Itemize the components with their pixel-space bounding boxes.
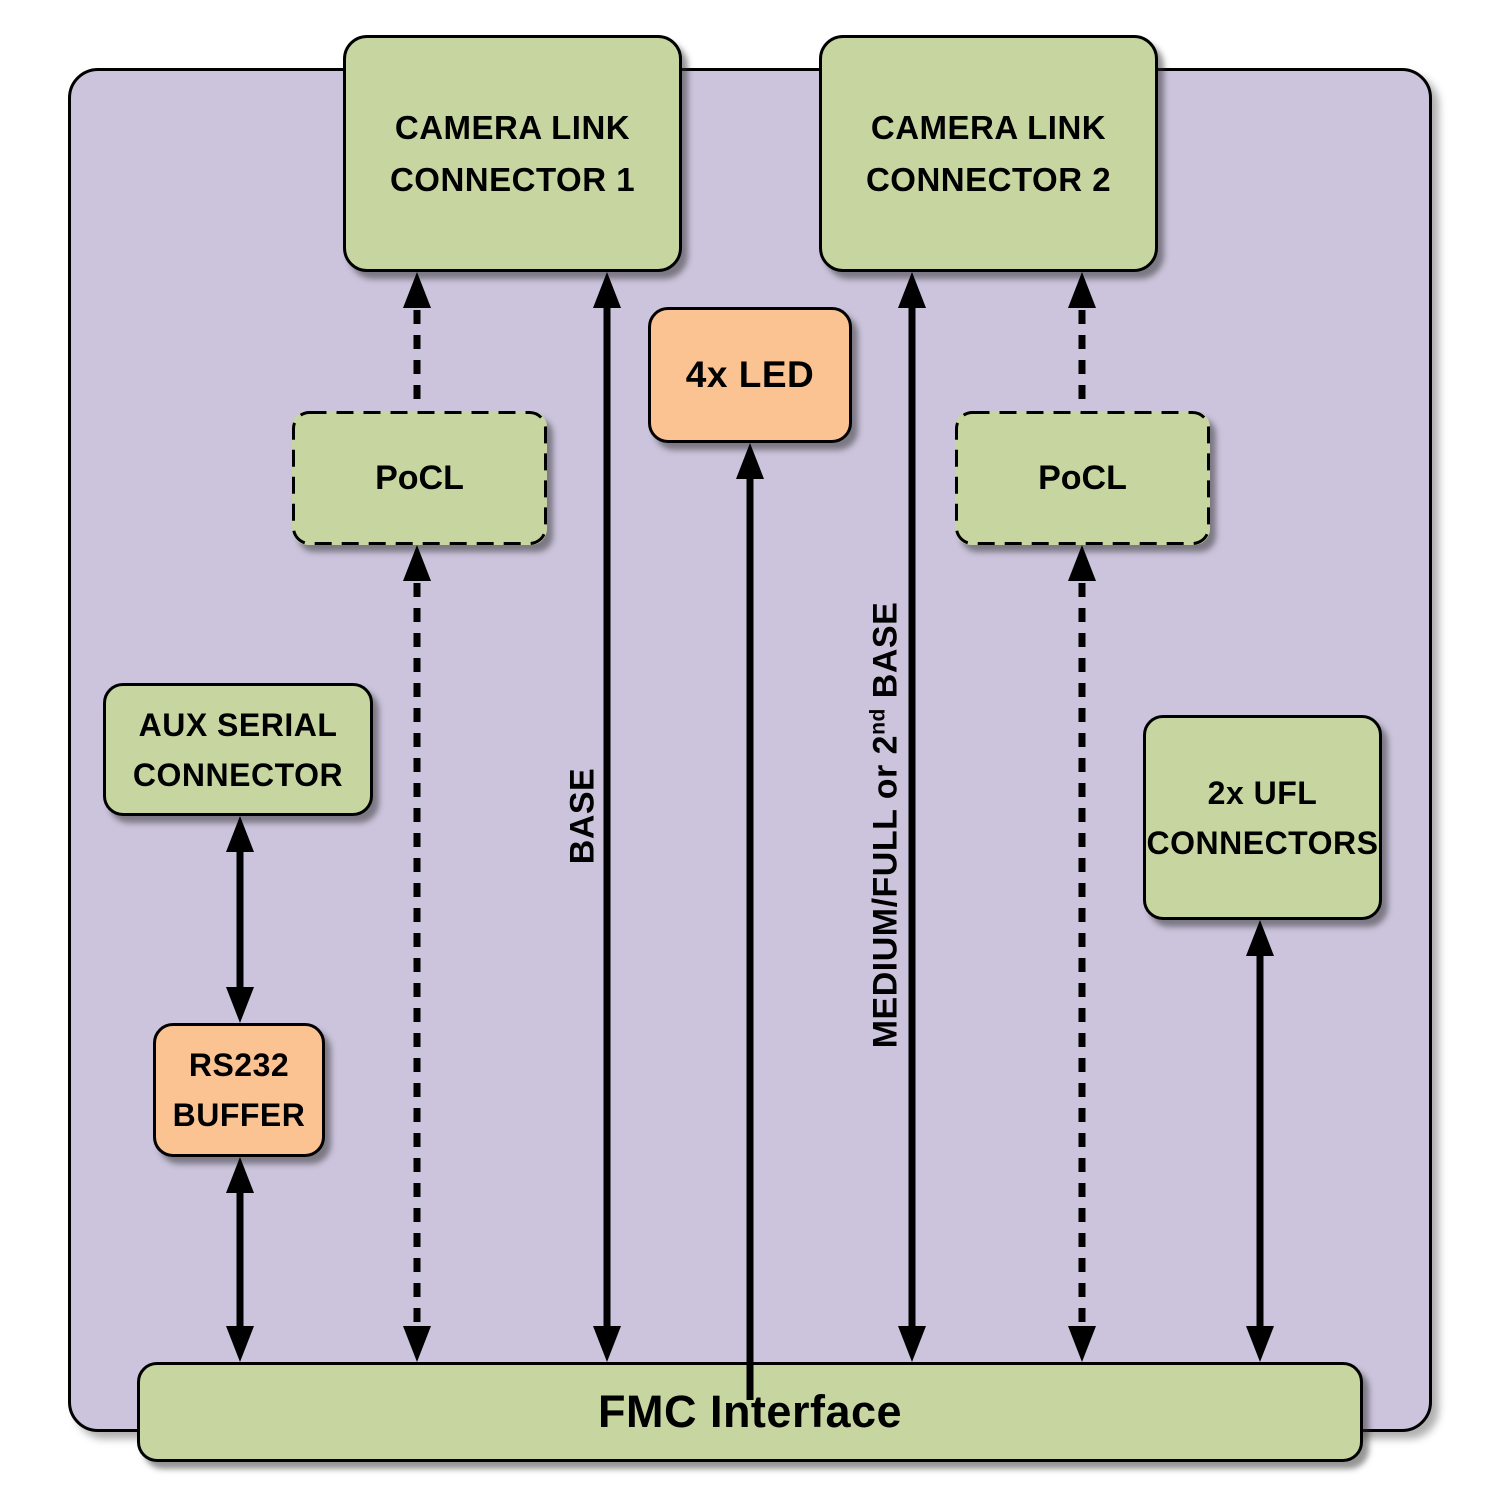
box-label: CONNECTORS [1146,824,1379,861]
base-link-label: BASE [564,768,603,864]
box-label: FMC Interface [597,1386,903,1437]
fmc-interface-bar: FMC Interface [137,1362,1363,1462]
box-label: 2x UFL [1207,774,1318,811]
led-box: 4x LED [648,307,852,443]
camera-link-connector-2-box: CAMERA LINK CONNECTOR 2 [819,35,1158,272]
medium-full-label-post: BASE [866,601,905,709]
box-label: RS232 [188,1047,290,1083]
box-label: PoCL [375,458,464,497]
box-label: AUX SERIAL [138,706,338,743]
pocl-2-box: PoCL [955,411,1210,545]
box-label: PoCL [1038,458,1127,497]
aux-serial-connector-box: AUX SERIAL CONNECTOR [103,683,373,816]
medium-full-label-sup: nd [866,708,890,735]
base-link-label-text: BASE [563,767,602,865]
box-label: CONNECTOR [132,756,344,793]
camera-link-connector-1-box: CAMERA LINK CONNECTOR 1 [343,35,682,272]
rs232-buffer-box: RS232 BUFFER [153,1023,325,1157]
ufl-connectors-box: 2x UFL CONNECTORS [1143,715,1382,920]
box-label: CAMERA LINK [394,108,631,146]
medium-full-label-pre: MEDIUM/FULL or 2 [866,734,905,1049]
box-label: BUFFER [172,1097,306,1133]
pocl-1-box: PoCL [292,411,547,545]
box-label: 4x LED [685,354,815,395]
medium-full-base-link-label: MEDIUM/FULL or 2nd BASE [866,602,905,1049]
box-label: CONNECTOR 2 [865,160,1112,198]
box-label: CONNECTOR 1 [389,160,636,198]
box-label: CAMERA LINK [870,108,1107,146]
